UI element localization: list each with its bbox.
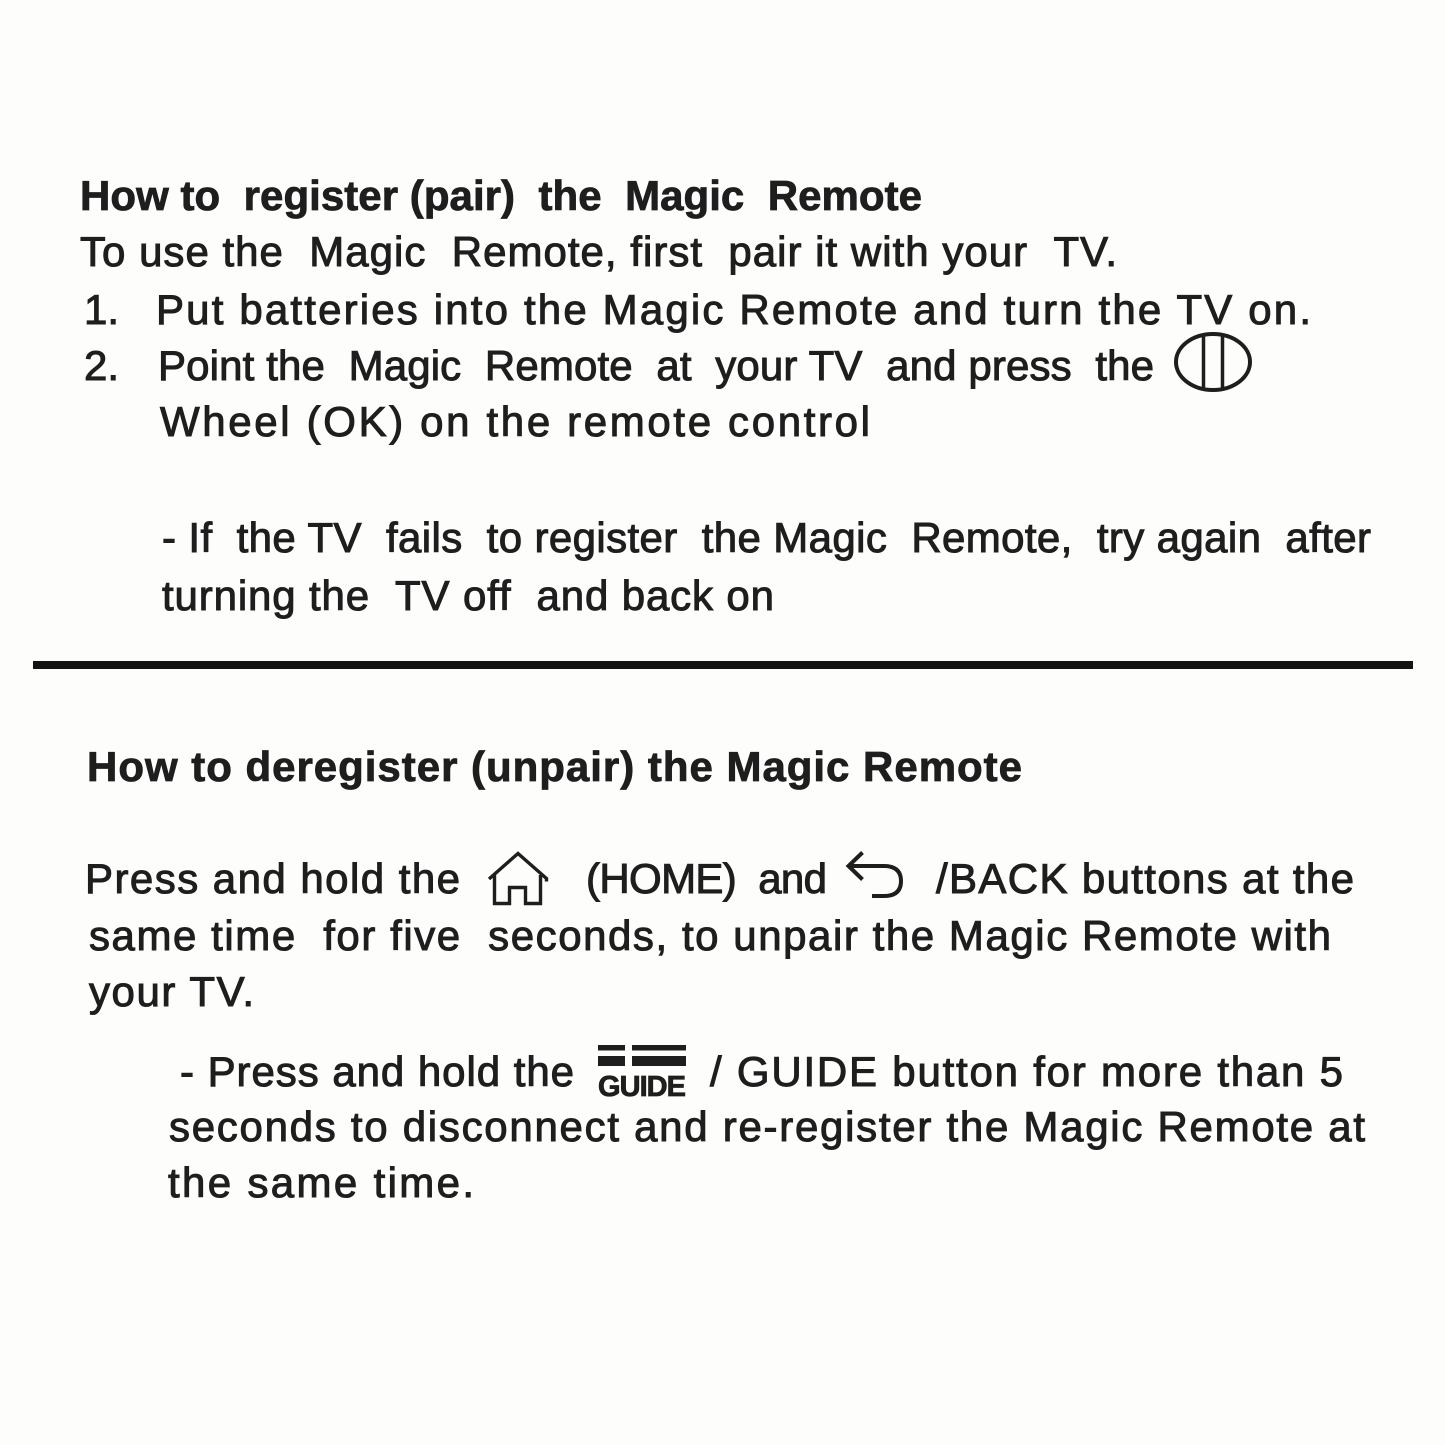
svg-text:How to register (pair) the: How to register (pair) the Magic Remote bbox=[80, 172, 922, 219]
svg-text:seconds to disconnect and re-r: seconds to disconnect and re-register th… bbox=[169, 1103, 1365, 1150]
svg-text:same time for five seconds,: same time for five seconds, to unpair th… bbox=[89, 912, 1331, 959]
svg-text:Put batteries into the Magic R: Put batteries into the Magic Remote and … bbox=[156, 286, 1311, 333]
svg-text:your TV.: your TV. bbox=[89, 968, 254, 1015]
svg-text:the same time.: the same time. bbox=[168, 1159, 474, 1206]
svg-text:turning the TV off and back: turning the TV off and back on bbox=[162, 572, 774, 619]
svg-text:Point the Magic Remote at: Point the Magic Remote at your TV and pr… bbox=[158, 342, 1154, 389]
svg-text:/ GUIDE button for more than 5: / GUIDE button for more than 5 bbox=[710, 1048, 1343, 1095]
svg-text:2.: 2. bbox=[84, 342, 119, 389]
svg-text:- If the TV fails to regist: - If the TV fails to register the Magic … bbox=[162, 514, 1371, 561]
svg-text:Wheel (OK) on the remote contr: Wheel (OK) on the remote control bbox=[160, 398, 870, 445]
svg-text:/BACK buttons at the: /BACK buttons at the bbox=[936, 855, 1354, 902]
svg-text:GUIDE: GUIDE bbox=[598, 1071, 686, 1103]
svg-text:Press and hold the: Press and hold the bbox=[85, 855, 460, 902]
svg-text:To use the Magic Remote, fir: To use the Magic Remote, first pair it w… bbox=[80, 228, 1117, 275]
svg-text:How to deregister (unpair) the: How to deregister (unpair) the Magic Rem… bbox=[87, 743, 1022, 790]
svg-text:(HOME) and: (HOME) and bbox=[586, 855, 827, 902]
svg-text:1.: 1. bbox=[84, 286, 119, 333]
svg-text:- Press and hold the: - Press and hold the bbox=[180, 1048, 574, 1095]
